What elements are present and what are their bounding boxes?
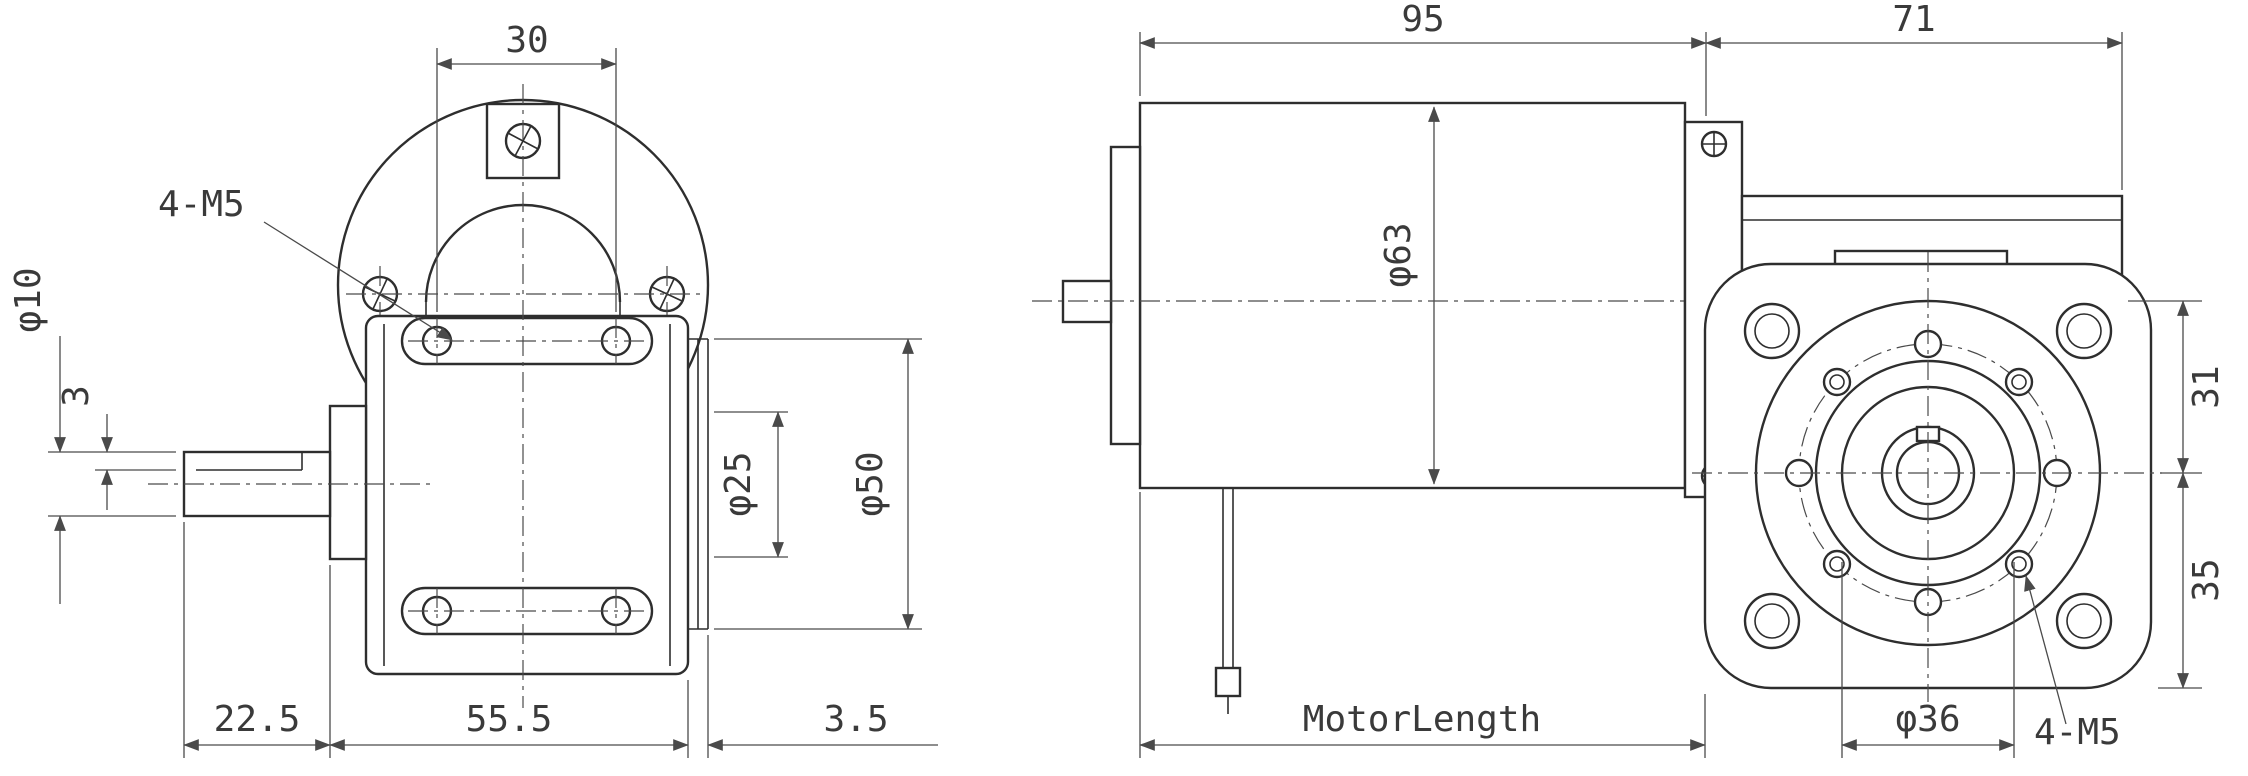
motor-cable	[1214, 488, 1242, 714]
cable-connector	[1214, 666, 1242, 698]
tapped-hole-icon	[2004, 367, 2034, 397]
dim-gearbox-length: 71	[1892, 0, 1935, 40]
motor-body	[1032, 101, 1810, 714]
side-view: 95 71 φ63 31 35 MotorLength	[1032, 0, 2227, 758]
front-view: 30 4-M5 φ10 3 φ25 φ50	[8, 20, 938, 758]
output-shaft	[148, 404, 430, 561]
dim-motor-length-top: 95	[1401, 0, 1444, 40]
dim-body-length: 55.5	[466, 699, 553, 740]
front-dimensions: 30 4-M5 φ10 3 φ25 φ50	[8, 20, 938, 758]
dim-boss-diameter: φ25	[718, 451, 759, 516]
dim-shaft-diameter: φ10	[8, 267, 49, 332]
front-plate	[364, 84, 709, 708]
motor-length-label: MotorLength	[1303, 699, 1541, 740]
dim-top-width: 30	[505, 20, 548, 61]
tapped-hole-icon	[2004, 549, 2034, 579]
motor-end-cap	[1109, 145, 1142, 446]
screws-label-front: 4-M5	[158, 184, 245, 225]
dim-bolt-circle-diameter: φ36	[1895, 699, 1960, 740]
output-flange	[1692, 252, 2162, 702]
dim-face-offset: 3.5	[823, 699, 888, 740]
bearing-flange	[328, 404, 368, 561]
dim-flange-diameter: φ50	[850, 451, 891, 516]
dim-motor-diameter: φ63	[1378, 222, 1419, 287]
screw-icon	[1700, 130, 1728, 158]
dim-axis-offset-upper: 31	[2186, 365, 2227, 408]
flange-corner-hole-icon	[1743, 302, 1801, 360]
flange-corner-hole-icon	[1743, 592, 1801, 650]
flange-corner-hole-icon	[2055, 592, 2113, 650]
dim-shaft-length: 22.5	[214, 699, 301, 740]
tapped-hole-icon	[1822, 549, 1852, 579]
flange-corner-hole-icon	[2055, 302, 2113, 360]
dim-key-height: 3	[56, 385, 97, 407]
tapped-hole-icon	[1822, 367, 1852, 397]
screws-label-side: 4-M5	[2034, 712, 2121, 753]
dim-axis-offset-lower: 35	[2186, 558, 2227, 601]
side-dimensions: 95 71 φ63 31 35 MotorLength	[1139, 0, 2227, 758]
